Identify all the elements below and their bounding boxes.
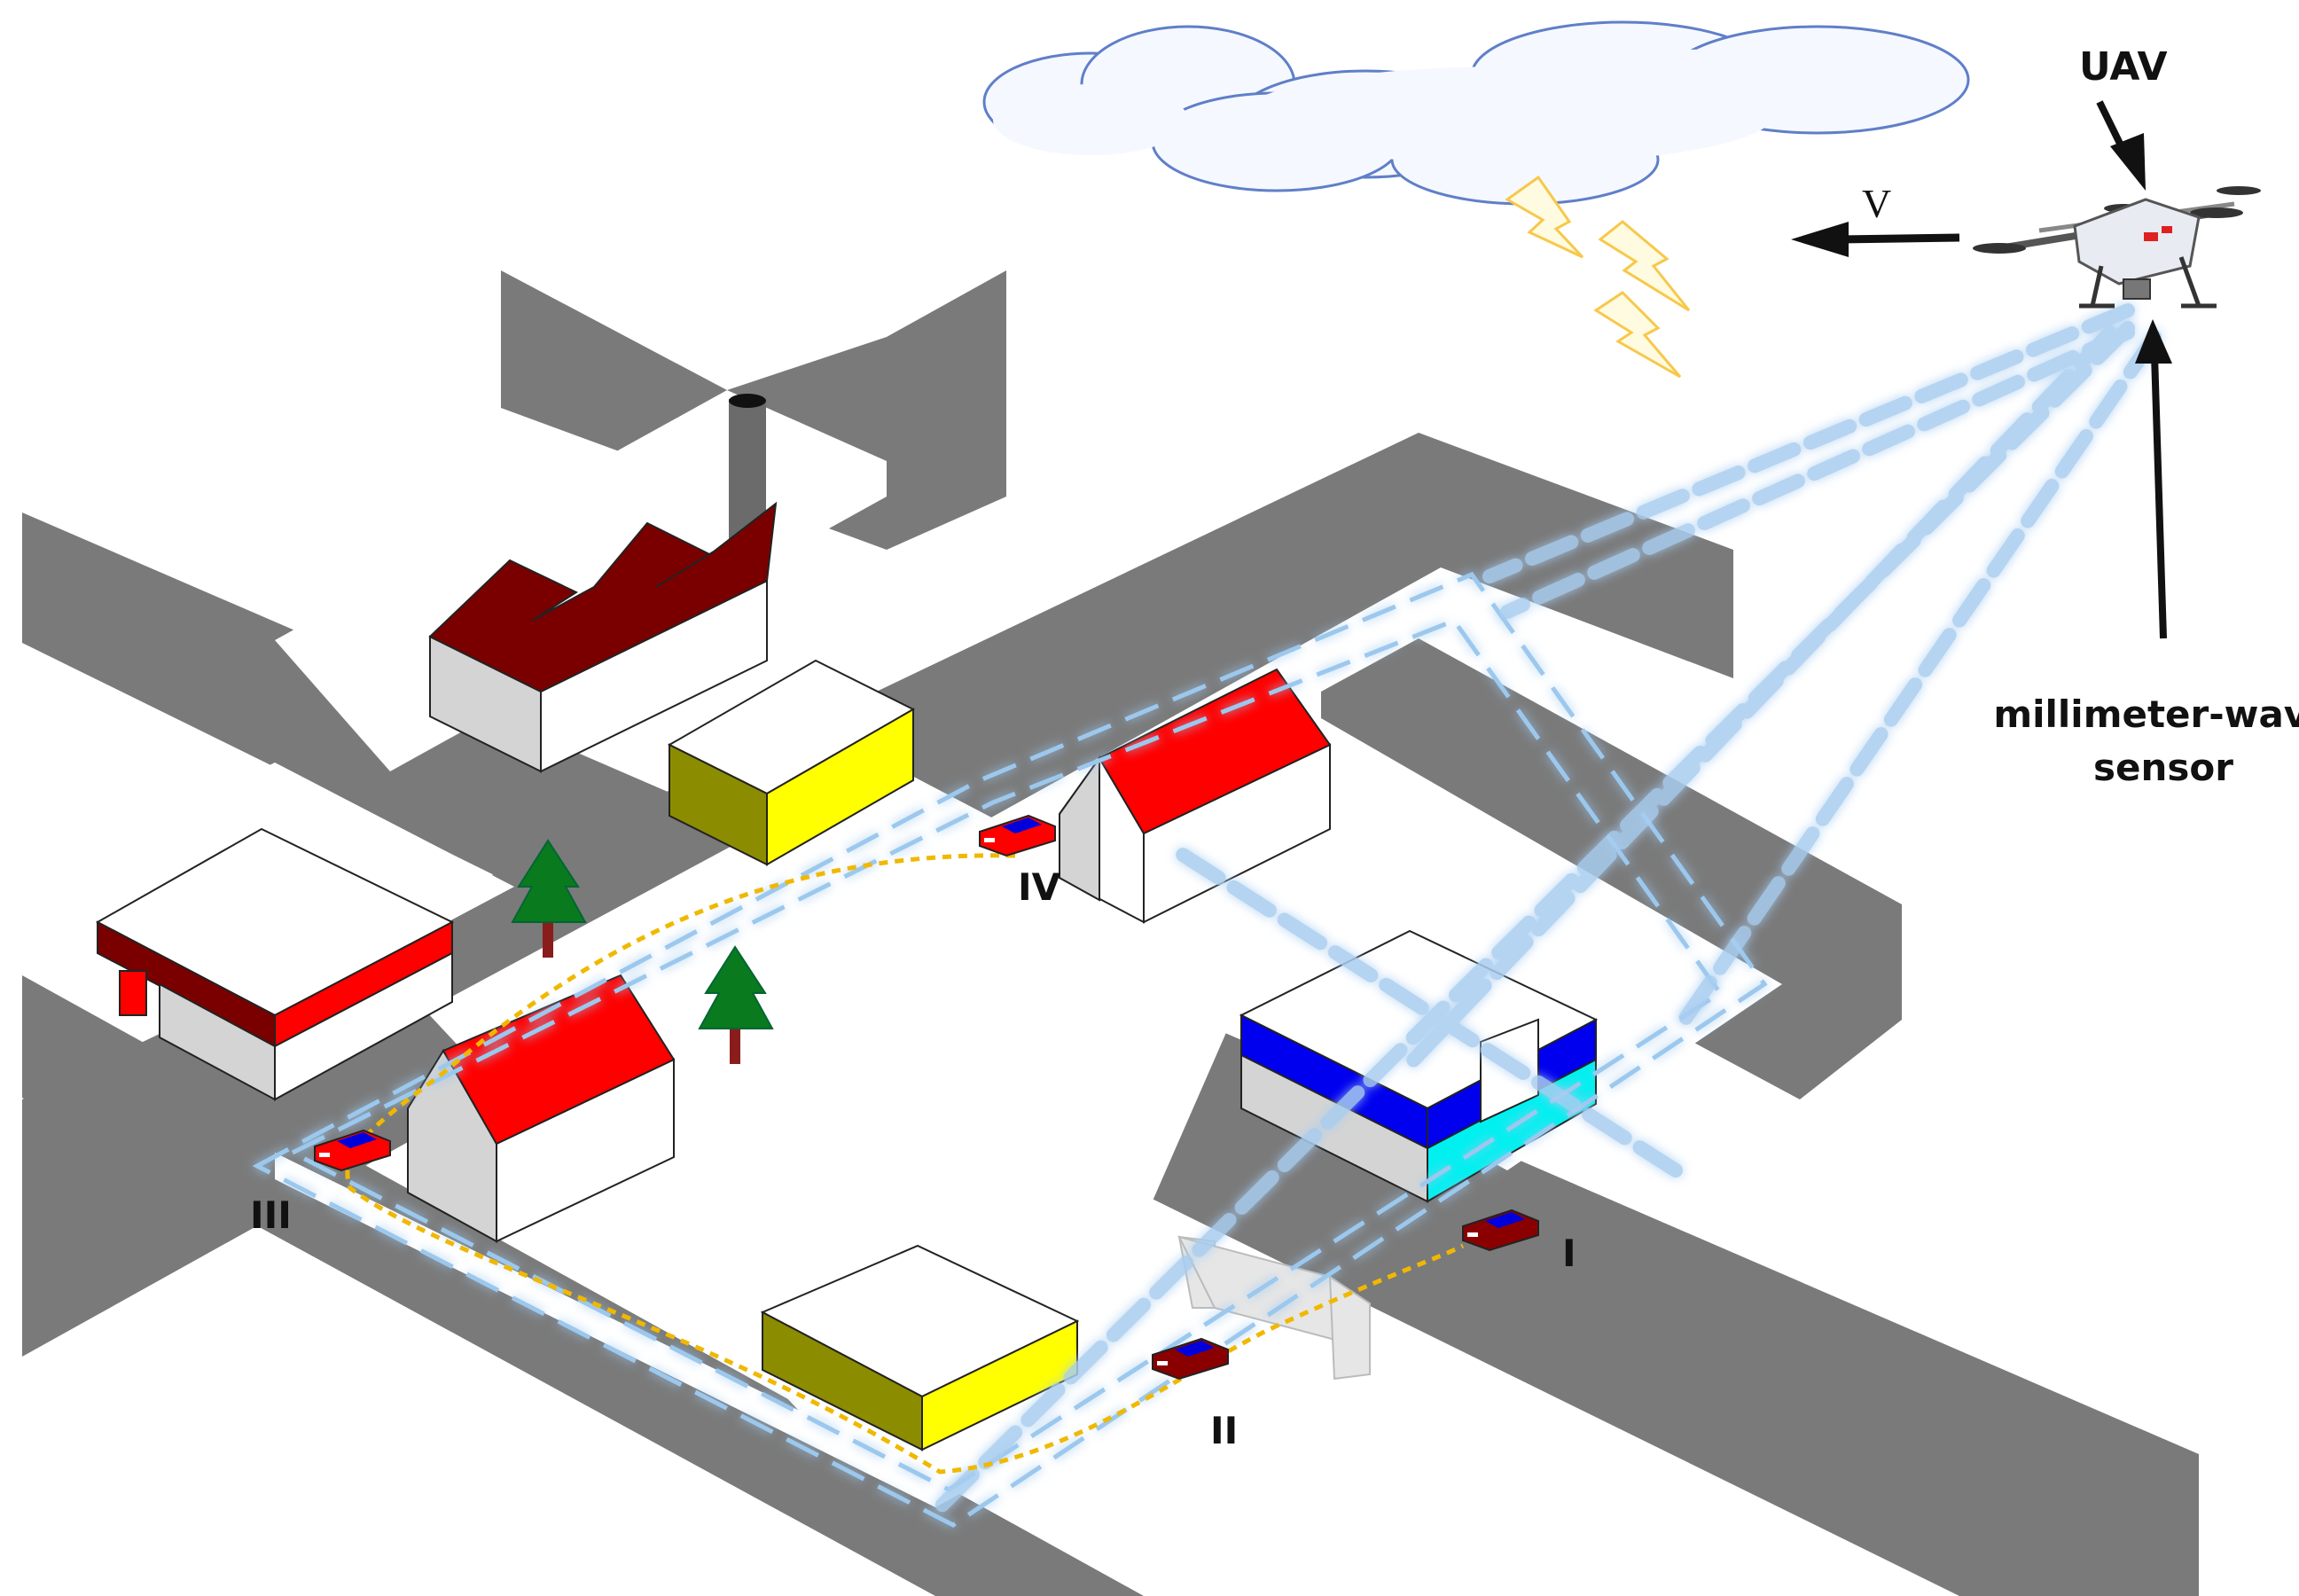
sensor-label-line1: millimeter-wave <box>1993 692 2299 736</box>
drone-camera <box>2123 278 2151 300</box>
factory-roof <box>428 501 778 693</box>
velocity-arrow <box>1791 222 1960 257</box>
point-label-II: II <box>1210 1409 1238 1452</box>
yellow-building-top <box>667 659 916 866</box>
lightning-icon <box>1598 220 1691 312</box>
sensor-beam-footprint <box>252 571 1768 1528</box>
cloud-group <box>982 20 1970 206</box>
sensor-beam-rays <box>933 303 2162 1514</box>
point-label-IV: IV <box>1018 865 1061 909</box>
drone-rotor <box>1973 243 2026 254</box>
car-window <box>1175 1341 1215 1357</box>
drone-light <box>2162 226 2172 233</box>
gas-station <box>95 827 455 1101</box>
factory <box>428 394 778 773</box>
arrow-head <box>2135 319 2172 364</box>
velocity-label: V <box>1862 181 1891 226</box>
uav-drone <box>1973 186 2261 309</box>
car-window <box>1485 1212 1525 1228</box>
drone-rotor <box>2190 207 2243 218</box>
point-label-III: III <box>250 1193 292 1237</box>
car-I <box>1462 1209 1539 1252</box>
car-IV <box>979 814 1056 857</box>
car-window <box>337 1132 377 1148</box>
car-light <box>984 838 995 842</box>
bridge-pier-right <box>1328 1275 1371 1381</box>
beam-ray <box>1403 325 2117 1071</box>
uav-pointer-arrow <box>2096 100 2146 191</box>
lightning-icon <box>1505 175 1584 259</box>
lightning-group <box>1505 175 1691 379</box>
chimney-top <box>729 394 766 408</box>
car-III <box>314 1129 391 1172</box>
house-gable-shade <box>1059 755 1100 902</box>
beam-ray <box>1500 325 2135 619</box>
drone-leg <box>2090 265 2104 307</box>
arrow-shaft <box>2151 354 2167 639</box>
tree-foliage <box>511 839 587 923</box>
car-II <box>1152 1337 1229 1381</box>
sensor-label-line2: sensor <box>2093 746 2233 789</box>
arrow-shaft <box>1839 233 1960 244</box>
beam-ray <box>1677 330 2162 1027</box>
sensor-pointer-arrow <box>2135 319 2172 639</box>
tree-2 <box>698 945 774 1064</box>
cloud-puff <box>993 84 1188 155</box>
vehicle-trajectory <box>345 853 1465 1475</box>
car-light <box>319 1153 330 1157</box>
beam-outline-outer <box>252 571 1768 1528</box>
fuel-pump <box>119 970 147 1016</box>
drone-light <box>2144 232 2158 241</box>
arrow-head <box>1791 222 1849 257</box>
tree-1 <box>511 839 587 958</box>
car-light <box>1157 1361 1168 1365</box>
lightning-icon <box>1593 291 1682 379</box>
drone-body <box>2073 198 2201 286</box>
point-label-I: I <box>1562 1232 1576 1275</box>
uav-label: UAV <box>2079 44 2168 90</box>
yellow-building-bottom <box>760 1244 1080 1451</box>
arrow-shaft <box>2096 100 2127 153</box>
car-window <box>1002 818 1042 833</box>
beam-ray <box>1163 840 1683 1177</box>
bridge <box>1177 1235 1371 1381</box>
house-roof <box>442 974 676 1146</box>
road-upper-cross <box>22 433 1733 1357</box>
box-side-light <box>766 708 914 866</box>
house-roof <box>1098 668 1332 835</box>
drone-rotor <box>2217 186 2261 195</box>
cloud-puff <box>1552 49 1906 129</box>
beam-ray <box>1482 303 2135 583</box>
house-upper <box>1059 668 1332 924</box>
arrow-head <box>2110 133 2146 191</box>
house-lower <box>407 974 676 1243</box>
beam-outline-inner <box>287 617 1724 1492</box>
drone-leg <box>2178 256 2201 307</box>
tree-foliage <box>698 945 774 1029</box>
car-light <box>1467 1232 1478 1237</box>
station-front-wall <box>274 951 453 1101</box>
